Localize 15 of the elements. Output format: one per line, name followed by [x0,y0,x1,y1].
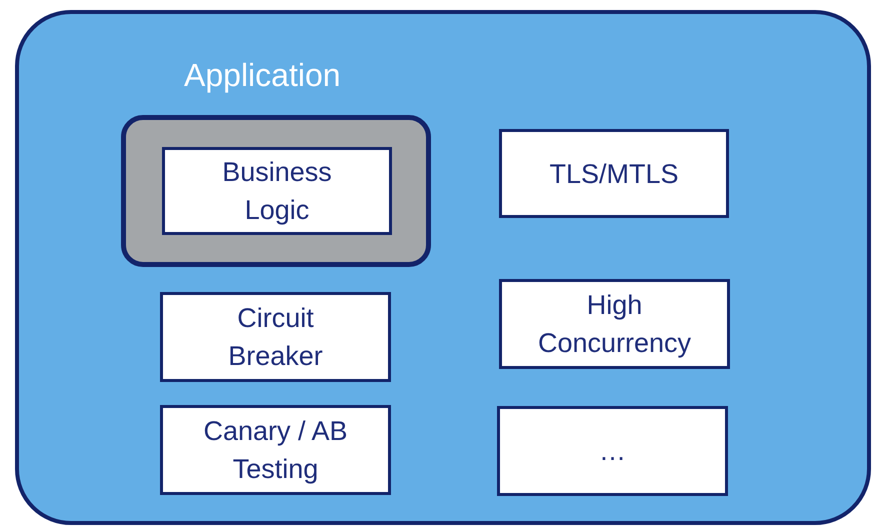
component-label: TLS/MTLS [548,158,680,190]
component-box [499,129,729,218]
component-box [499,279,730,369]
component-box [160,405,391,495]
container-title: Application [184,57,341,94]
component-label: … [598,435,627,468]
group-box [121,115,431,267]
component-label: Business Logic [221,156,333,227]
component-box [160,292,391,382]
application-container [15,10,871,525]
component-box [162,147,392,235]
component-label: Canary / AB Testing [202,415,349,486]
component-box [497,406,728,496]
component-label: High Concurrency [536,289,692,360]
component-label: Circuit Breaker [227,302,324,373]
